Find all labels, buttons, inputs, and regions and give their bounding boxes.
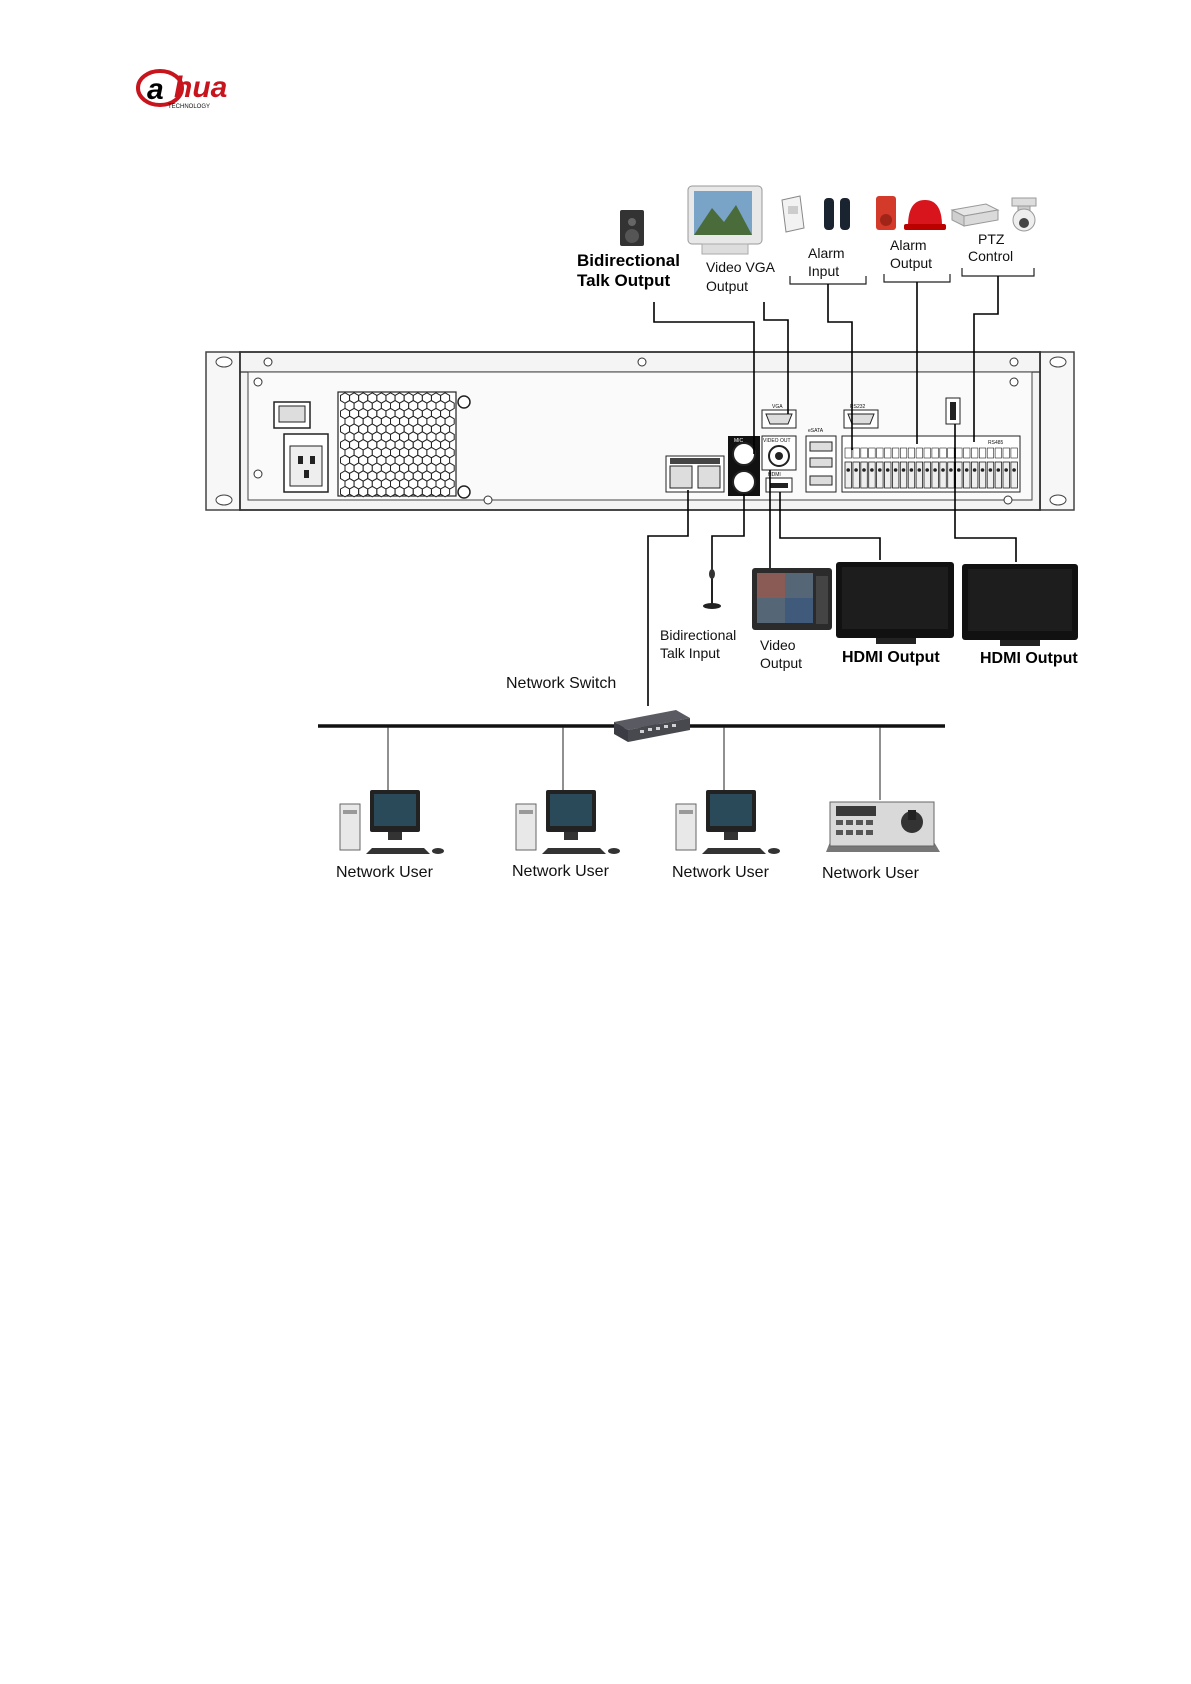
label-network-user-4: Network User	[822, 865, 920, 882]
label-alarm-output-line1: Alarm	[890, 237, 927, 253]
network-switch-icon	[614, 710, 690, 742]
port-label-vga: VGA	[772, 404, 783, 410]
port-label-rs485: RS485	[988, 440, 1004, 446]
lcd-tv-icon	[836, 562, 954, 644]
speed-dome-icon	[1012, 198, 1036, 231]
port-label-mic: MIC	[734, 438, 744, 444]
pir-sensor-icon	[782, 196, 804, 232]
port-label-esata: eSATA	[808, 428, 824, 434]
label-video-output-line1: Video	[760, 637, 796, 653]
desktop-computer-icon	[676, 790, 780, 854]
label-ptz-line1: PTZ	[978, 231, 1005, 247]
ptz-keyboard-icon	[826, 802, 940, 852]
label-network-user-3: Network User	[672, 864, 770, 881]
beam-detector-icon	[824, 198, 850, 230]
microphone-icon	[703, 569, 721, 609]
label-alarm-input-line1: Alarm	[808, 245, 845, 261]
lcd-tv-icon	[962, 564, 1078, 646]
fan-vent-pattern	[341, 393, 455, 497]
speaker-icon	[620, 210, 644, 246]
label-network-switch: Network Switch	[506, 675, 616, 692]
connection-diagram: Bidirectional Talk Output Video VGA Outp…	[0, 0, 1191, 900]
port-label-video-out: VIDEO OUT	[763, 438, 791, 444]
label-alarm-input-line2: Input	[808, 263, 839, 279]
label-video-vga-line2: Output	[706, 278, 748, 294]
nvr-rear-panel: MIC VIDEO OUT HDMI VGA eSATA RS232	[206, 352, 1074, 510]
label-network-user-1: Network User	[336, 864, 434, 881]
label-talk-input-line1: Bidirectional	[660, 627, 736, 643]
crt-monitor-icon	[688, 186, 762, 254]
cctv-monitor-icon	[752, 568, 832, 630]
label-video-vga-line1: Video VGA	[706, 259, 776, 275]
label-alarm-output-line2: Output	[890, 255, 932, 271]
label-video-output-line2: Output	[760, 655, 802, 671]
label-hdmi-output-1: HDMI Output	[842, 649, 940, 666]
rack-ear-right	[1040, 352, 1074, 510]
label-bidirectional-talk-output-line2: Talk Output	[577, 271, 671, 290]
siren-icon	[876, 196, 896, 230]
desktop-computer-icon	[516, 790, 620, 854]
alarm-light-icon	[904, 200, 946, 230]
label-talk-input-line2: Talk Input	[660, 645, 720, 661]
ptz-decoder-icon	[952, 204, 998, 226]
rack-ear-left	[206, 352, 240, 510]
label-network-user-2: Network User	[512, 863, 610, 880]
label-hdmi-output-2: HDMI Output	[980, 650, 1078, 667]
label-ptz-line2: Control	[968, 248, 1013, 264]
label-bidirectional-talk-output-line1: Bidirectional	[577, 251, 680, 270]
desktop-computer-icon	[340, 790, 444, 854]
